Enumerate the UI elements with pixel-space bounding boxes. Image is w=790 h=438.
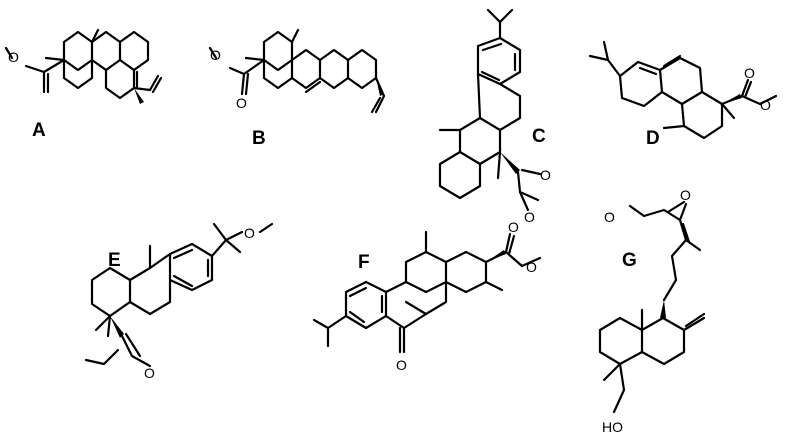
compound-g: O O HO G — [598, 187, 706, 435]
compound-c: O O C — [438, 8, 551, 225]
compound-e: O O E — [84, 222, 274, 381]
oxygen-atom: O — [540, 167, 551, 183]
oxygen-atom: O — [144, 365, 155, 381]
oxygen-atom: O — [396, 357, 407, 373]
compound-label-c: C — [532, 126, 546, 147]
compound-label-g: G — [622, 250, 637, 271]
compound-label-d: D — [646, 128, 660, 149]
oxygen-atom: O — [508, 219, 519, 235]
oxygen-atom: O — [744, 65, 755, 81]
compound-label-a: A — [32, 120, 46, 141]
hydroxyl-group: HO — [602, 419, 623, 435]
compound-f: O O O F — [312, 219, 542, 373]
compound-label-e: E — [108, 250, 121, 271]
oxygen-atom: O — [210, 47, 221, 63]
compound-d: O O D — [588, 40, 778, 149]
compound-label-b: B — [252, 128, 266, 149]
oxygen-atom: O — [524, 209, 535, 225]
oxygen-atom: O — [244, 225, 255, 241]
compound-b: O O B — [208, 28, 386, 149]
oxygen-atom: O — [236, 95, 247, 111]
oxygen-atom: O — [760, 97, 771, 113]
oxygen-atom: O — [604, 209, 615, 225]
oxygen-atom: O — [8, 49, 19, 65]
compound-a: O A — [4, 28, 163, 141]
oxygen-atom: O — [680, 187, 691, 203]
compound-label-f: F — [358, 252, 370, 273]
oxygen-atom: O — [526, 259, 537, 275]
